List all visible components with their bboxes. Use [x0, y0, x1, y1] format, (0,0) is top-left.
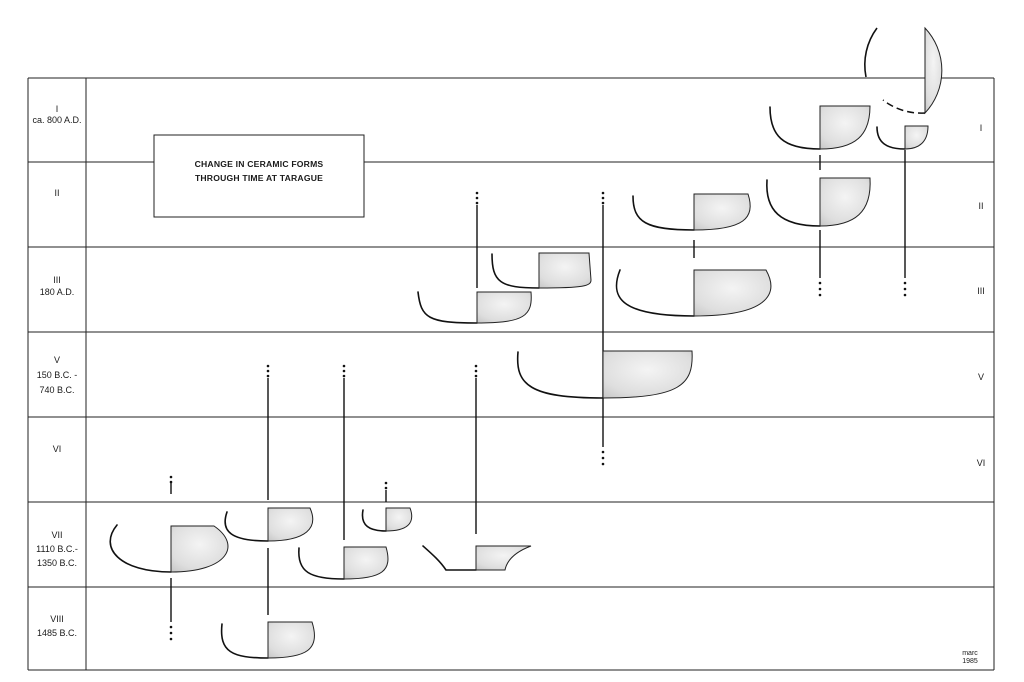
period-iii-label: III [53, 275, 61, 285]
vessel-section [924, 26, 943, 115]
period-viii-label: VIII [50, 614, 64, 624]
vessel-outline [632, 195, 695, 231]
vessel-outline [220, 623, 269, 659]
artist-signature: marc 1985 [962, 650, 978, 665]
vessel-section [385, 507, 413, 532]
period-v-right-label: V [978, 372, 984, 382]
vessel-section [819, 105, 871, 150]
vessel-profile [766, 177, 871, 227]
vessel-profile [298, 546, 389, 580]
title-line-1: CHANGE IN CERAMIC FORMS [195, 159, 324, 169]
vessel-profile [109, 524, 229, 573]
vessel-outline-dashed [882, 99, 926, 114]
title-line-2: THROUGH TIME AT TARAGUE [195, 173, 323, 183]
vessel-profile [769, 105, 871, 150]
signature-year: 1985 [962, 658, 978, 665]
period-vii-label: VII [51, 530, 62, 540]
vessel-outline [516, 351, 604, 399]
vessel-profile [632, 193, 751, 231]
period-iii-date: 180 A.D. [40, 287, 75, 297]
vessel-profile [224, 507, 314, 542]
vessel-profile [864, 26, 943, 115]
vessel-profile [220, 621, 316, 659]
vessel-outline [298, 547, 345, 580]
vessel-section [693, 269, 772, 317]
vessel-section [904, 125, 929, 150]
vessel-outline [361, 509, 387, 532]
vessel-profile [615, 269, 772, 317]
period-ii-right-label: II [978, 201, 983, 211]
period-v-date-start: 150 B.C. - [37, 370, 78, 380]
vessel-profile [361, 507, 413, 532]
period-i-right-label: I [980, 123, 983, 133]
period-vii-date-end: 1350 B.C. [37, 558, 77, 568]
period-i-date: ca. 800 A.D. [32, 115, 81, 125]
vessel-outline [766, 179, 821, 227]
period-vi-label: VI [53, 444, 62, 454]
period-v-date-end: 740 B.C. [39, 385, 74, 395]
vessel-profile [417, 291, 532, 324]
lineage-lines [170, 150, 906, 622]
vessel-outline [109, 524, 172, 573]
lineage-dots-bottom [169, 281, 907, 641]
vessel-profile [876, 125, 929, 150]
vessel-outline [491, 253, 540, 289]
period-labels-left: I ca. 800 A.D. II III 180 A.D. V 150 B.C… [32, 104, 81, 638]
period-vi-right-label: VI [977, 458, 986, 468]
period-viii-date: 1485 B.C. [37, 628, 77, 638]
lineage-dots-top [169, 191, 605, 490]
vessel-profile [516, 350, 693, 399]
vessel-outline [615, 269, 695, 317]
vessel-profiles [109, 26, 943, 659]
period-iii-right-label: III [977, 286, 985, 296]
vessel-section [343, 546, 389, 580]
vessel-profile [491, 252, 592, 289]
vessel-section [602, 350, 693, 399]
vessel-section [476, 291, 532, 324]
vessel-outline [864, 27, 878, 78]
vessel-outline [224, 511, 269, 542]
period-labels-right: I II III V VI [977, 123, 986, 468]
vessel-outline [876, 126, 906, 150]
signature-name: marc [962, 650, 978, 657]
vessel-section [475, 545, 532, 571]
vessel-profile [422, 545, 532, 571]
period-vii-date-start: 1110 B.C.- [36, 544, 78, 554]
vessel-section [819, 177, 871, 227]
period-v-label: V [54, 355, 60, 365]
vessel-outline [422, 545, 477, 571]
vessel-section [267, 507, 314, 542]
vessel-section [267, 621, 316, 659]
vessel-outline [769, 106, 821, 150]
vessel-section [693, 193, 751, 231]
vessel-section [538, 252, 592, 289]
vessel-section [170, 525, 229, 573]
lineage-dots [169, 191, 907, 641]
title-box: CHANGE IN CERAMIC FORMS THROUGH TIME AT … [153, 134, 365, 218]
period-i-label: I [56, 104, 59, 114]
period-ii-label: II [54, 188, 59, 198]
vessel-outline [417, 291, 478, 324]
